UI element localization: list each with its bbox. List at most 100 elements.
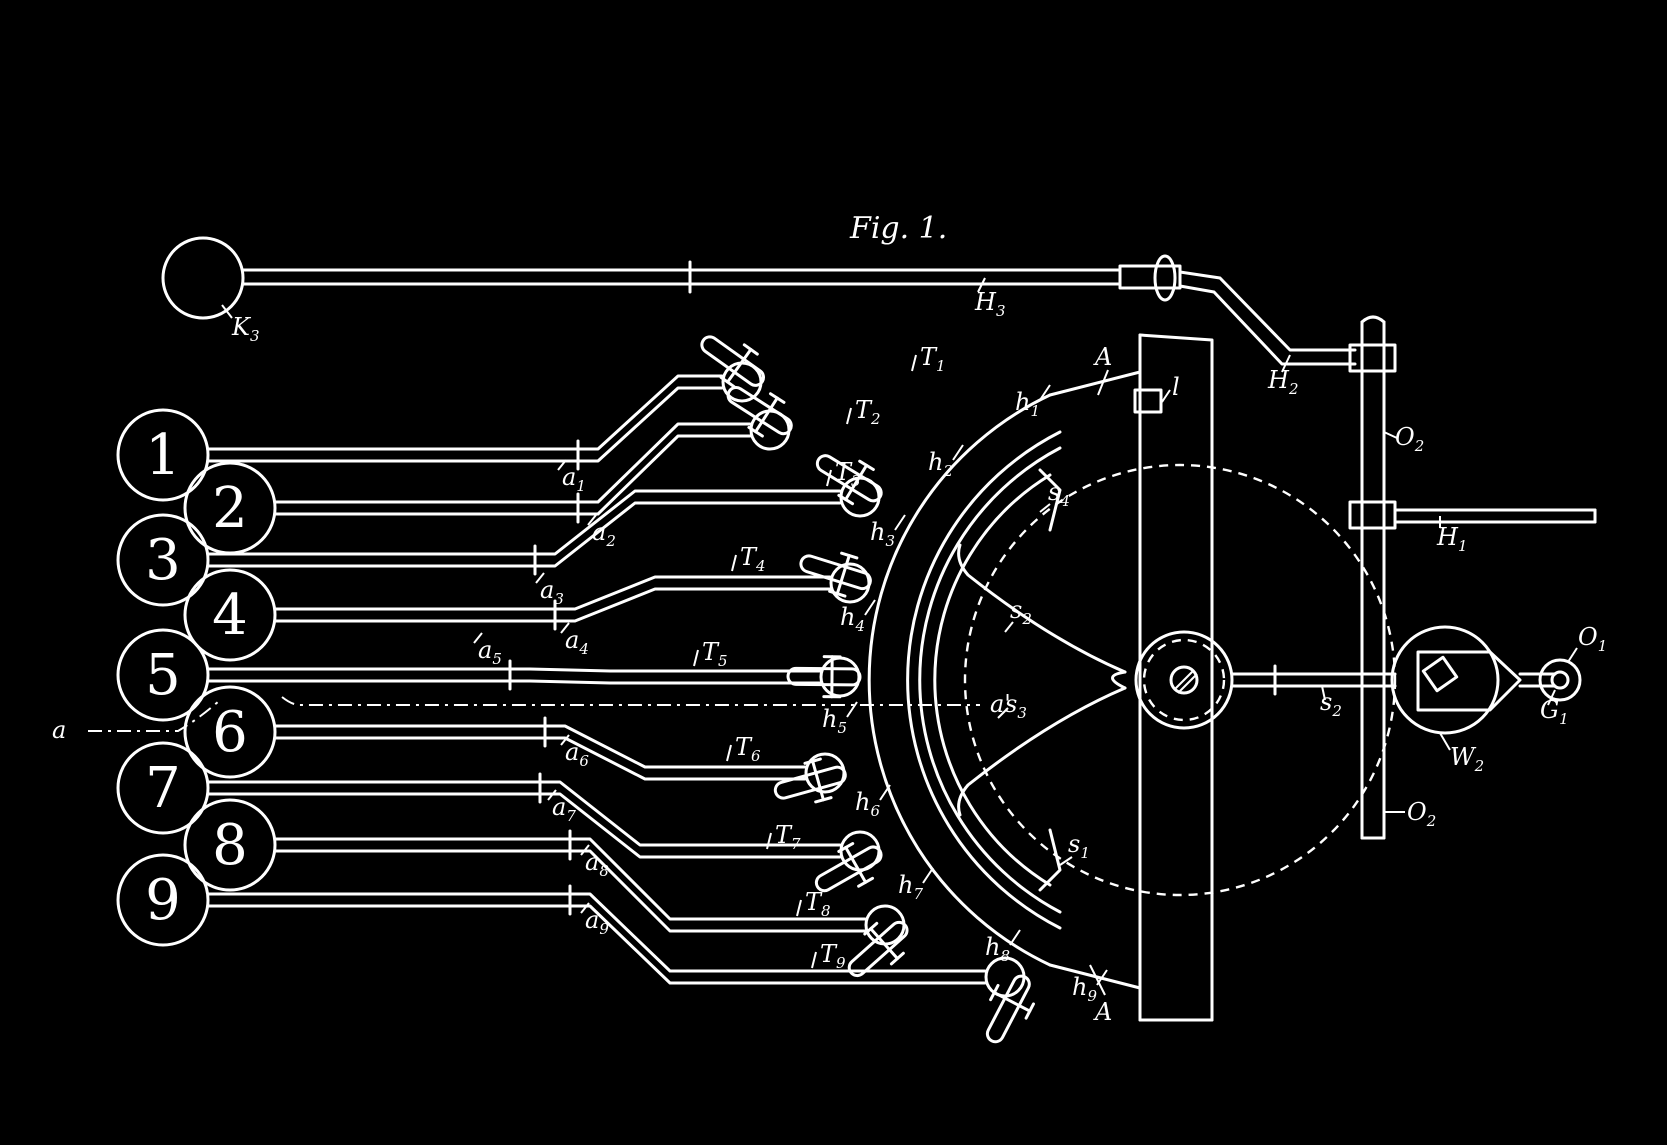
key-bar-lower-9 — [206, 904, 987, 985]
label-t9: T9 — [820, 940, 846, 972]
label-t3: T3 — [835, 458, 861, 490]
key-circle-3 — [116, 513, 210, 607]
label-a7: a7 — [552, 793, 576, 825]
label-s1: s1 — [1068, 830, 1090, 862]
label-s3: s3 — [1005, 690, 1027, 722]
key-number-1: 1 — [145, 423, 181, 488]
key-number-8: 8 — [212, 813, 248, 878]
label-a8: a8 — [585, 848, 609, 880]
label-o2-top: O2 — [1395, 423, 1424, 455]
label-h4: h4 — [840, 603, 865, 635]
key-bar-2 — [273, 422, 752, 504]
axis-line — [88, 696, 980, 732]
label-k3: K3 — [231, 313, 259, 345]
key-number-2: 2 — [212, 476, 248, 541]
key-bar-4 — [273, 575, 832, 611]
key-circle-4 — [183, 568, 277, 662]
key-bar-lower-4 — [273, 587, 832, 623]
center-hub — [1134, 630, 1397, 730]
figure-title: Fig. 1. — [849, 211, 947, 246]
label-a1: a1 — [562, 463, 586, 495]
key-bar-9 — [206, 892, 987, 973]
label-t6: T6 — [735, 733, 761, 765]
hammer-pin-7 — [814, 842, 883, 893]
label-l: l — [1172, 373, 1180, 401]
label-h1: h1 — [1015, 388, 1040, 420]
hammer-pin-5 — [786, 655, 862, 699]
hammer-pin-1 — [700, 335, 765, 389]
key-number-4: 4 — [212, 583, 248, 648]
key-bar-lower-5 — [206, 679, 822, 685]
label-h1: H1 — [1436, 523, 1467, 555]
key-number-6: 6 — [212, 700, 248, 765]
key-bars — [206, 335, 1035, 1044]
label-s4: s4 — [1048, 478, 1070, 510]
label-w2: W2 — [1450, 743, 1484, 775]
label-a-prime: a' — [990, 690, 1011, 718]
label-g1: G1 — [1540, 696, 1569, 728]
lever-h3 — [161, 236, 1357, 366]
hammer-pin-6 — [773, 757, 847, 804]
label-a4: a4 — [565, 626, 589, 658]
label-a5: a5 — [478, 636, 502, 668]
label-h5: h5 — [822, 705, 847, 737]
key-number-7: 7 — [145, 756, 181, 821]
label-t7: T7 — [775, 821, 801, 853]
key-head-8 — [864, 904, 906, 946]
key-bar-5 — [206, 667, 822, 673]
key-circle-6 — [183, 685, 277, 779]
key-bar-lower-3 — [206, 501, 842, 568]
label-a2: a2 — [592, 518, 616, 550]
key-number-5: 5 — [145, 643, 181, 708]
label-a9: a9 — [585, 906, 609, 938]
key-bar-lower-6 — [273, 736, 807, 781]
label-s2: s2 — [1010, 596, 1032, 628]
label-o2-bottom: O2 — [1407, 798, 1436, 830]
label-a6: a6 — [565, 738, 589, 770]
key-circle-1 — [116, 408, 210, 502]
label-h8: h8 — [985, 933, 1010, 965]
label-o1: O1 — [1578, 623, 1607, 655]
frame-plate — [1133, 333, 1214, 1022]
labels: K3H3H2H1AAlO2O2O1G1W2s1s2s3s4s2aa'T1a1h1… — [52, 277, 1607, 1026]
label-t4: T4 — [740, 543, 766, 575]
hammer-pin-9 — [985, 974, 1035, 1044]
label-h3: h3 — [870, 518, 895, 550]
key-number-3: 3 — [145, 528, 181, 593]
label-t1: T1 — [920, 343, 946, 375]
key-bar-1 — [206, 374, 724, 451]
label-h6: h6 — [855, 788, 880, 820]
label-a-top: A — [1093, 343, 1112, 371]
key-bar-lower-7 — [206, 792, 842, 859]
key-bar-7 — [206, 780, 842, 847]
label-h3: H3 — [974, 288, 1005, 320]
hammer-pin-2 — [726, 385, 793, 438]
key-bar-6 — [273, 724, 807, 769]
label-a3: a3 — [540, 576, 564, 608]
label-t8: T8 — [805, 888, 831, 920]
key-circle-5 — [116, 628, 210, 722]
hammer-pin-3 — [815, 454, 883, 506]
key-number-9: 9 — [145, 868, 181, 933]
key-circle-7 — [116, 741, 210, 835]
label-h2: h2 — [928, 448, 953, 480]
key-circle-8 — [183, 798, 277, 892]
hammer-pin-4 — [799, 551, 872, 598]
key-bar-8 — [273, 837, 867, 921]
hammer-pin-8 — [847, 920, 909, 978]
rod-o2 — [1348, 315, 1597, 840]
label-t2: T2 — [855, 396, 881, 428]
key-head-5 — [819, 656, 861, 698]
label-a-bottom: A — [1093, 998, 1112, 1026]
eccentric-w2 — [1390, 625, 1582, 735]
label-a: a — [52, 716, 66, 744]
label-h7: h7 — [898, 871, 923, 903]
key-circle-9 — [116, 853, 210, 947]
key-bar-lower-1 — [206, 386, 724, 463]
label-h9: h9 — [1072, 973, 1097, 1005]
wheel-outline — [963, 463, 1397, 897]
label-h2: H2 — [1267, 366, 1298, 398]
key-bar-lower-8 — [273, 849, 867, 933]
